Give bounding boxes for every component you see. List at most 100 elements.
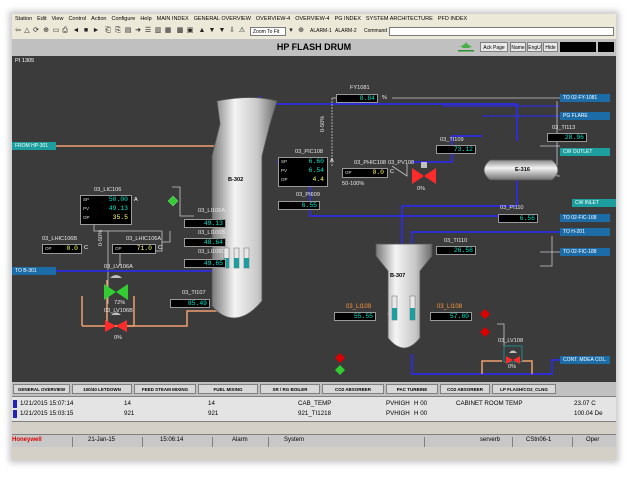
triangle-icon[interactable]: △ [24, 27, 30, 34]
list-icon[interactable]: ☰ [144, 27, 152, 34]
page-fwd-icon[interactable]: ⎘ [115, 27, 121, 34]
tab-lp-flash[interactable]: LP FLASH/CO2_CLNG [492, 384, 556, 394]
ack-page-button[interactable]: Ack Page [480, 42, 508, 52]
alarm-2-button[interactable]: ALARM-2 [335, 28, 357, 34]
menu-overview-4b[interactable]: OVERVIEW-4 [295, 16, 330, 22]
pg-flare-connector[interactable]: PG FLARE [560, 112, 610, 120]
lv106b-valve[interactable] [105, 312, 127, 333]
alarm-status-button[interactable]: Alarm [232, 437, 248, 443]
li106a-value[interactable]: 49.13 [184, 219, 226, 228]
menu-main-index[interactable]: MAIN INDEX [156, 16, 189, 22]
back-icon[interactable]: ⇦ [15, 27, 21, 34]
e316-label: E-316 [515, 167, 530, 173]
ti107-tag: 03_TI107 [182, 290, 206, 296]
b307-label: B-307 [390, 273, 406, 279]
toolbar: ⇦ △ ⟳ ⊕ ▭ ⎙ ◄ ■ ► ⎗ ⎘ ▤ ➜ ☰ ▥ ▦ ▩ ▣ ▲ ▼ … [12, 25, 616, 40]
page-icon[interactable]: ▭ [52, 27, 60, 34]
hide-button[interactable]: Hide [543, 42, 558, 52]
lv108-valve[interactable] [503, 345, 523, 364]
arrow-down-icon[interactable]: ▼ [208, 27, 216, 34]
zoom-icon[interactable]: ⊕ [43, 27, 49, 34]
to-02fic-connector[interactable]: TO 02-FIC-168 [560, 214, 610, 222]
name-button[interactable]: Name [510, 42, 526, 52]
pi609-value[interactable]: 6.55 [278, 201, 320, 210]
window-icon[interactable]: ▤ [124, 27, 132, 34]
li109-value[interactable]: 55.55 [334, 312, 376, 321]
ti110-value[interactable]: 26.58 [436, 246, 476, 255]
menu-configure[interactable]: Configure [111, 16, 136, 22]
cw-inlet-connector[interactable]: CW INLET [572, 199, 616, 207]
arrow-down3-icon[interactable]: ⇩ [229, 27, 235, 34]
to-h201-connector[interactable]: TO H-201 [560, 228, 610, 236]
ti109-value[interactable]: 73.12 [436, 145, 476, 154]
cont-mdea-connector[interactable]: CONT. MDEA COL. [560, 356, 610, 364]
from-hp301-connector[interactable]: FROM HP-301 [12, 142, 56, 150]
alarm-area: 14 [124, 400, 131, 407]
tab-co2-absorber-2[interactable]: CO2 ABSORBER [440, 384, 490, 394]
cw-outlet-connector[interactable]: CW OUTLET [560, 148, 610, 156]
prev-icon[interactable]: ◄ [72, 27, 80, 34]
arrow-up-icon[interactable]: ▲ [198, 27, 206, 34]
next-icon[interactable]: ► [92, 27, 100, 34]
alarm-row[interactable]: 1/21/2015 15:07:14 14 14 CAB_TEMP PVHIGH… [12, 399, 616, 409]
page-back-icon[interactable]: ⎗ [105, 27, 111, 34]
to-02fy-connector[interactable]: TO 02-FY-1081 [560, 94, 610, 102]
range-0-50-pic: 0-50% [320, 115, 326, 132]
pv108-valve[interactable] [412, 162, 436, 184]
menu-overview-4[interactable]: OVERVIEW-4 [255, 16, 291, 22]
system-status-button[interactable]: System [284, 437, 305, 443]
tab-fuel-mixing[interactable]: FUEL MIXING [198, 384, 258, 394]
pi609-tag: 03_PI609 [296, 192, 320, 198]
tab-boiler[interactable]: SR / RG BOILER [260, 384, 320, 394]
bell-icon[interactable]: ⚠ [238, 27, 246, 34]
tab-pac-turbine[interactable]: PAC TURBINE [386, 384, 438, 394]
alarm-row[interactable]: 1/21/2015 15:03:15 921 921 921_TI1218 PV… [12, 409, 616, 419]
li106c-value[interactable]: 49.65 [184, 259, 226, 268]
alarm-1-button[interactable]: ALARM-1 [310, 28, 332, 34]
li106b-value[interactable]: 48.64 [184, 238, 226, 247]
menu-general-overview[interactable]: GENERAL OVERVIEW [193, 16, 251, 22]
bar-icon[interactable]: ▦ [164, 27, 172, 34]
tab-feed-steam[interactable]: FEED STEAM MIXING [134, 384, 196, 394]
arrow-icon[interactable]: ➜ [135, 27, 141, 34]
menu-system-architecture[interactable]: SYSTEM ARCHITECTURE [365, 16, 433, 22]
arrow-down2-icon[interactable]: ▼ [218, 27, 226, 34]
pi110-value[interactable]: 6.56 [498, 214, 538, 223]
to-b301-connector[interactable]: TO B-301 [12, 267, 56, 275]
menu-help[interactable]: Help [140, 16, 152, 22]
tab-letdown[interactable]: 100/40 LETDOWN [72, 384, 132, 394]
grid-icon[interactable]: ▩ [176, 27, 184, 34]
menu-edit[interactable]: Edit [37, 16, 47, 22]
fy1081-value[interactable]: 8.84 [336, 94, 378, 103]
menu-control[interactable]: Control [68, 16, 87, 22]
ti113-value[interactable]: 28.96 [547, 133, 587, 142]
stop-icon[interactable]: ■ [83, 27, 89, 34]
menu-station[interactable]: Station [15, 16, 33, 22]
zoom-select[interactable]: Zoom To Fit [250, 27, 286, 36]
menu-action[interactable]: Action [91, 16, 107, 22]
li108-value[interactable]: 57.80 [430, 312, 472, 321]
menu-pg-index[interactable]: PG INDEX [334, 16, 361, 22]
lv106a-valve[interactable] [104, 275, 128, 300]
menu-view[interactable]: View [51, 16, 64, 22]
cycle-icon[interactable]: ⟳ [33, 27, 39, 34]
operator-mode: Oper [586, 437, 600, 443]
to-02fic2-connector[interactable]: TO 02-FIC-188 [560, 248, 610, 256]
layout-icon[interactable]: ▣ [186, 27, 194, 34]
tab-co2-absorber[interactable]: CO2 ABSORBER [322, 384, 384, 394]
chevron-down-icon[interactable]: ▾ [289, 27, 293, 34]
command-input[interactable] [389, 27, 614, 36]
tab-general-overview[interactable]: GENERAL OVERVIEW [13, 384, 70, 394]
print-icon[interactable]: ⎙ [62, 27, 68, 34]
ti107-value[interactable]: 85.49 [170, 299, 210, 308]
engu-button[interactable]: EngU [527, 42, 542, 52]
chart-icon[interactable]: ▥ [154, 27, 162, 34]
menu-pfd-index[interactable]: PFD INDEX [437, 16, 468, 22]
zoom-in-icon[interactable]: ⊕ [298, 27, 304, 34]
fy1081-tag: FY1081 [350, 85, 370, 91]
